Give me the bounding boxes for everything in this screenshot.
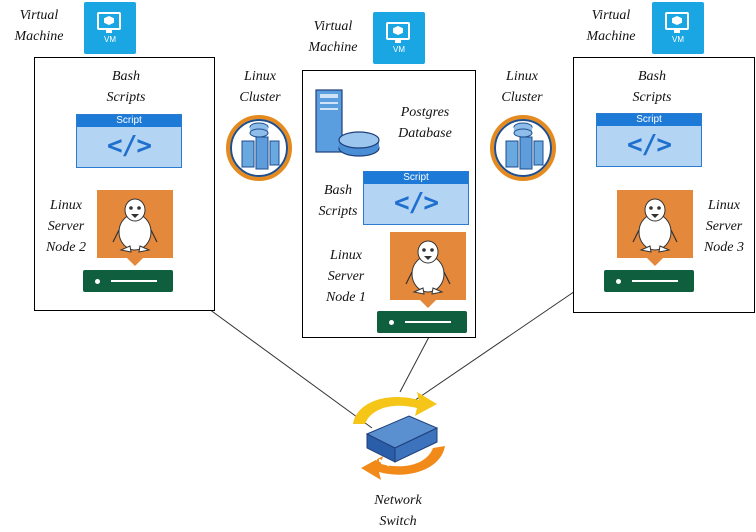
- vm-icon-text: VM: [672, 35, 684, 44]
- left-server-icon: [83, 270, 173, 292]
- right-vm-label: Virtual Machine: [586, 8, 636, 44]
- center-script-icon: Script </>: [363, 171, 469, 225]
- database-icon: [314, 84, 382, 162]
- left-vm-label: Virtual Machine: [14, 8, 64, 44]
- vm-icon-text: VM: [104, 35, 116, 44]
- right-server-icon: [604, 270, 694, 292]
- cluster-right-label: Linux Cluster: [501, 69, 543, 105]
- left-scripts-label: Bash Scripts: [106, 69, 146, 105]
- center-server-icon: [377, 311, 467, 333]
- right-scripts-label: Bash Scripts: [632, 69, 672, 105]
- left-vm-icon: VM: [84, 2, 136, 54]
- script-header: Script: [364, 172, 468, 184]
- center-db-label: Postgres Database: [398, 105, 452, 141]
- script-header: Script: [597, 114, 701, 126]
- center-linux-tux-icon: [390, 232, 466, 308]
- script-code: </>: [107, 131, 152, 161]
- right-server-label: Linux Server Node 3: [703, 198, 745, 255]
- right-vm-icon: VM: [652, 2, 704, 54]
- right-script-icon: Script </>: [596, 113, 702, 167]
- link-node1-switch: [399, 334, 431, 393]
- script-header: Script: [77, 115, 181, 127]
- left-server-label: Linux Server Node 2: [45, 198, 87, 255]
- left-linux-tux-icon: [97, 190, 173, 266]
- script-code: </>: [394, 188, 439, 218]
- cluster-left-label: Linux Cluster: [239, 69, 281, 105]
- center-vm-label: Virtual Machine: [308, 19, 358, 55]
- script-code: </>: [627, 130, 672, 160]
- left-vm-box: [34, 57, 215, 311]
- vm-icon-text: VM: [393, 45, 405, 54]
- right-cluster-icon: [490, 115, 556, 181]
- switch-label: Network Switch: [374, 493, 422, 529]
- left-cluster-icon: [226, 115, 292, 181]
- network-switch-icon: [345, 388, 453, 484]
- center-server-label: Linux Server Node 1: [325, 248, 367, 305]
- center-vm-icon: VM: [373, 12, 425, 64]
- left-script-icon: Script </>: [76, 114, 182, 168]
- center-scripts-label: Bash Scripts: [318, 183, 358, 219]
- right-linux-tux-icon: [617, 190, 693, 266]
